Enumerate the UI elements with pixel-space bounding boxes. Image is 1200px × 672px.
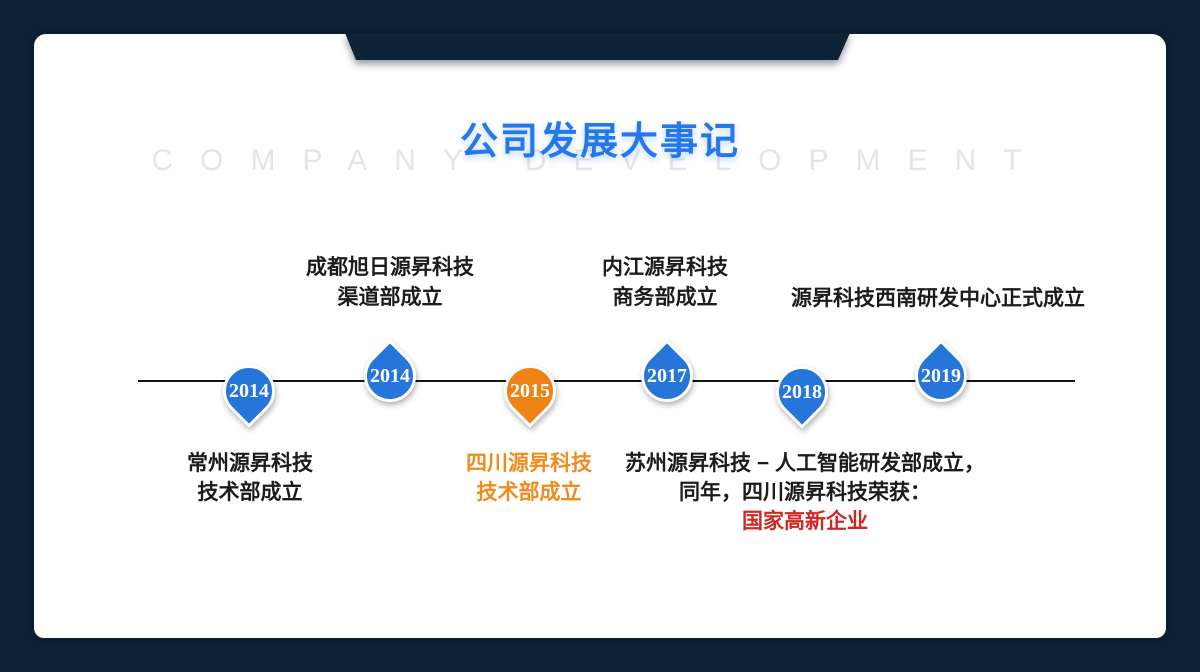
event-label-line: 苏州源昇科技 − 人工智能研发部成立，	[625, 452, 985, 475]
event-label-line: 内江源昇科技	[602, 256, 728, 279]
event-label-highlight: 国家高新企业	[742, 510, 868, 533]
timeline-axis	[138, 380, 1075, 382]
timeline-pin-2014-b: 2014	[353, 339, 427, 413]
event-label-line: 成都旭日源昇科技	[306, 256, 474, 279]
pin-year-label: 2014	[370, 364, 410, 387]
pin-year-label: 2015	[510, 379, 550, 402]
event-label-2015: 四川源昇科技 技术部成立	[466, 449, 592, 507]
event-label-line: 技术部成立	[476, 481, 582, 504]
event-label-line: 源昇科技西南研发中心正式成立	[791, 287, 1085, 310]
timeline-pin-2018: 2018	[765, 355, 839, 429]
pin-year-label: 2017	[647, 364, 687, 387]
event-label-2017: 内江源昇科技 商务部成立	[602, 253, 728, 313]
watermark-text: COMPANY DEVELOPMENT	[151, 144, 1049, 177]
pin-year-label: 2018	[782, 380, 822, 403]
content-card	[34, 34, 1166, 638]
event-label-line: 常州源昇科技	[187, 452, 313, 475]
timeline-pin-2015: 2015	[493, 354, 567, 428]
event-label-2014-a: 常州源昇科技 技术部成立	[187, 449, 313, 507]
event-label-line: 渠道部成立	[337, 286, 443, 309]
event-label-2019: 源昇科技西南研发中心正式成立	[791, 284, 1085, 314]
pin-year-label: 2019	[921, 364, 961, 387]
pin-year-label: 2014	[229, 379, 269, 402]
timeline-pin-2014-a: 2014	[212, 354, 286, 428]
event-label-line: 商务部成立	[612, 286, 718, 309]
timeline-pin-2017: 2017	[630, 339, 704, 413]
event-label-line: 技术部成立	[197, 481, 303, 504]
event-label-line: 四川源昇科技	[466, 452, 592, 475]
timeline-pin-2019: 2019	[904, 339, 978, 413]
slide-title: 公司发展大事记	[459, 121, 740, 163]
event-label-2014-b: 成都旭日源昇科技 渠道部成立	[306, 253, 474, 313]
event-label-2018: 苏州源昇科技 − 人工智能研发部成立， 同年，四川源昇科技荣获： 国家高新企业	[625, 449, 985, 536]
event-label-line: 同年，四川源昇科技荣获：	[679, 481, 931, 504]
